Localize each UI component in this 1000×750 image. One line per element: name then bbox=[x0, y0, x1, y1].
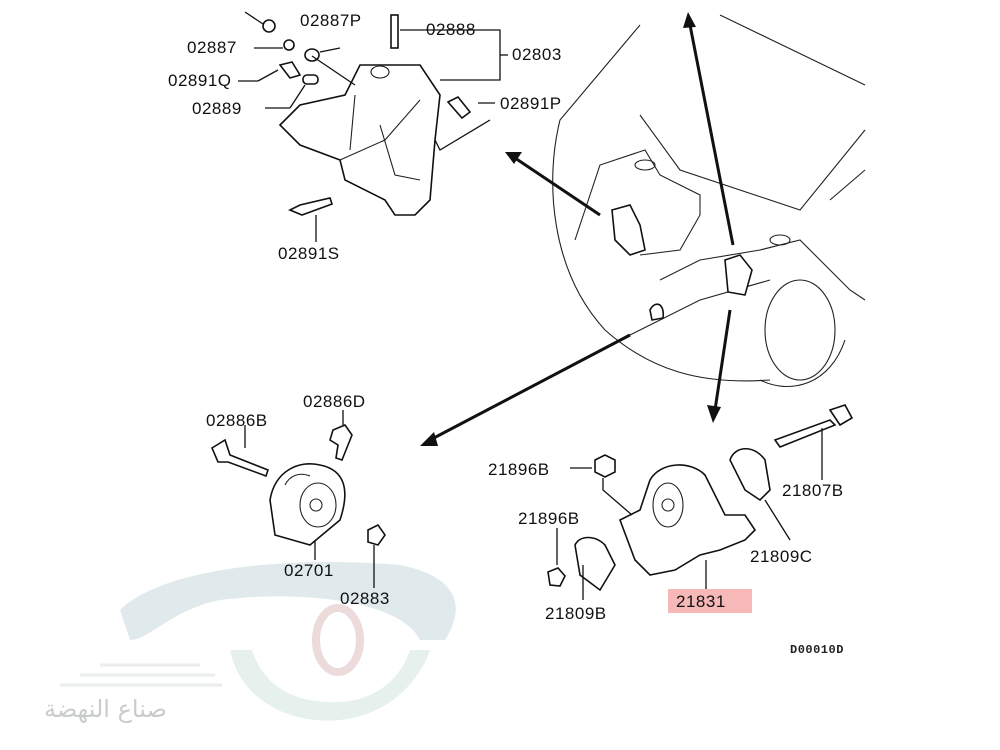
part-label-02803[interactable]: 02803 bbox=[512, 45, 562, 64]
part-label-21896B-lower[interactable]: 21896B bbox=[518, 509, 580, 528]
part-label-21809C[interactable]: 21809C bbox=[750, 547, 813, 566]
arrowhead bbox=[707, 405, 721, 423]
arrow-to-right-mount bbox=[713, 309, 732, 411]
left-mount-assembly bbox=[210, 410, 386, 588]
arrowhead bbox=[420, 432, 438, 446]
part-label-02887P[interactable]: 02887P bbox=[300, 11, 362, 30]
arrow-to-upper-mount bbox=[514, 156, 601, 217]
part-label-02891Q[interactable]: 02891Q bbox=[168, 71, 232, 90]
watermark-gear bbox=[230, 650, 430, 721]
part-label-02891P[interactable]: 02891P bbox=[500, 94, 562, 113]
watermark-tire bbox=[312, 604, 364, 676]
arrow-to-top bbox=[688, 24, 735, 246]
part-label-02887[interactable]: 02887 bbox=[187, 38, 237, 57]
part-label-21807B[interactable]: 21807B bbox=[782, 481, 844, 500]
part-label-02889[interactable]: 02889 bbox=[192, 99, 242, 118]
watermark-car-silhouette bbox=[120, 562, 456, 640]
upper-bracket-assembly bbox=[238, 11, 508, 242]
part-label-21809B[interactable]: 21809B bbox=[545, 604, 607, 623]
part-label-02886B[interactable]: 02886B bbox=[206, 411, 268, 430]
arrow-to-left-mount bbox=[429, 333, 631, 442]
drawing-code: D00010D bbox=[790, 643, 844, 657]
right-mount-assembly bbox=[547, 404, 854, 600]
part-label-02701[interactable]: 02701 bbox=[284, 561, 334, 580]
part-label-02888[interactable]: 02888 bbox=[426, 20, 476, 39]
callout-arrows bbox=[420, 12, 735, 446]
part-label-21896B-upper[interactable]: 21896B bbox=[488, 460, 550, 479]
part-label-02891S[interactable]: 02891S bbox=[278, 244, 340, 263]
watermark-logo bbox=[60, 562, 456, 721]
watermark-text: صناع النهضة bbox=[44, 695, 167, 723]
arrowhead bbox=[505, 152, 522, 164]
part-label-21831-highlighted[interactable]: 21831 bbox=[668, 589, 752, 613]
vehicle-body-outline bbox=[552, 14, 866, 387]
part-label-02886D[interactable]: 02886D bbox=[303, 392, 366, 411]
part-label-02883[interactable]: 02883 bbox=[340, 589, 390, 608]
arrowhead bbox=[683, 12, 696, 28]
